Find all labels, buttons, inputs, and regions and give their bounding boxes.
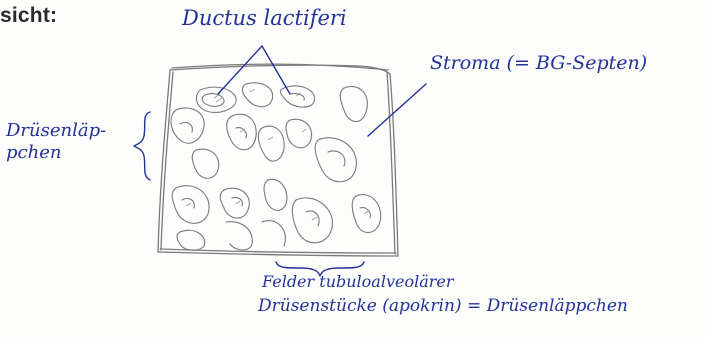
annotation-lines <box>133 45 427 277</box>
pencil-shading <box>185 88 369 221</box>
label-druesenlaeppchen-line2: pchen <box>6 142 62 163</box>
pointer-stroma <box>367 83 427 137</box>
lobule-outlines <box>170 82 382 251</box>
bracket-druesenlaeppchen <box>133 111 151 181</box>
label-felder-line2: Drüsenstücke (apokrin) = Drüsenläppchen <box>258 296 628 316</box>
bracket-felder <box>275 261 365 277</box>
pointer-ductus-right <box>261 45 291 95</box>
label-felder-line1: Felder tubuloalveolärer <box>262 272 454 291</box>
label-stroma: Stroma (= BG-Septen) <box>430 52 648 74</box>
label-druesenlaeppchen-line1: Drüsenläp- <box>6 120 107 141</box>
pointer-ductus-left <box>217 45 263 95</box>
heading-text: sicht: <box>0 4 58 27</box>
label-ductus-lactiferi: Ductus lactiferi <box>182 6 347 30</box>
